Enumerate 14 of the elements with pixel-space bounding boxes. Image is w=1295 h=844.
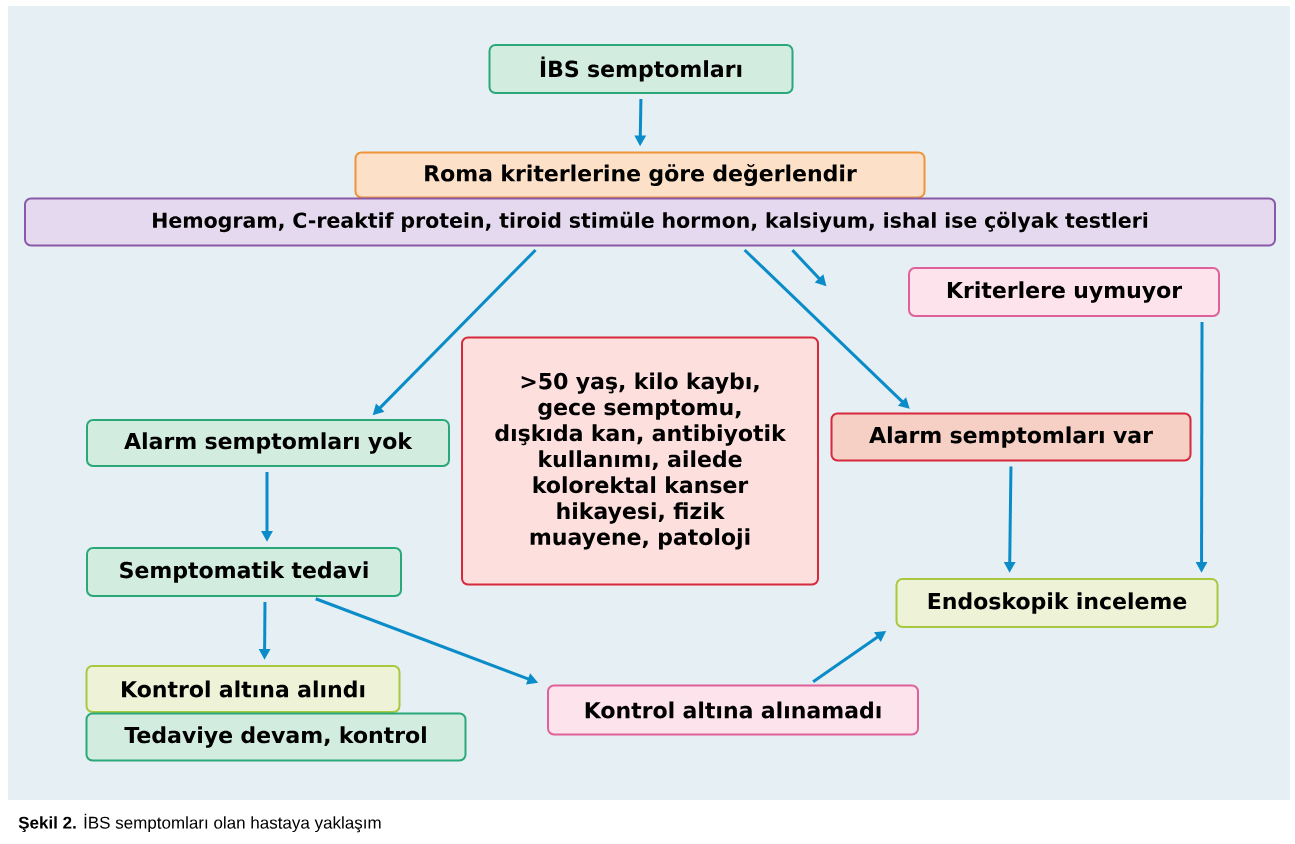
caption: Şekil 2. İBS semptomları olan hastaya yaklaşım: [18, 813, 381, 833]
arrow: [743, 248, 910, 409]
process-box: İBS semptomları: [488, 44, 794, 94]
note-box: >50 yaş, kilo kaybı, gece semptomu, dışkıda kan, antibiyotik kullanımı, ailede kolorektal kanser hikayesi, fizik muayene, patoloji: [461, 336, 819, 586]
process-box: Kontrol altına alınamadı: [547, 684, 919, 736]
process-box: Alarm semptomları yok: [86, 419, 450, 467]
process-box: Endoskopik inceleme: [895, 578, 1219, 628]
process-box: Roma kriterlerine göre değerlendir: [354, 151, 926, 199]
process-box: Hemogram, C-reaktif protein, tiroid stimüle hormon, kalsiyum, ishal ise çölyak testleri: [24, 197, 1276, 247]
process-box: Tedaviye devam, kontrol: [85, 712, 467, 762]
process-box: Alarm semptomları var: [830, 412, 1192, 462]
process-box: Kontrol altına alındı: [85, 665, 401, 713]
process-box: Kriterlere uymuyor: [908, 267, 1220, 317]
process-box: Semptomatik tedavi: [86, 547, 402, 597]
